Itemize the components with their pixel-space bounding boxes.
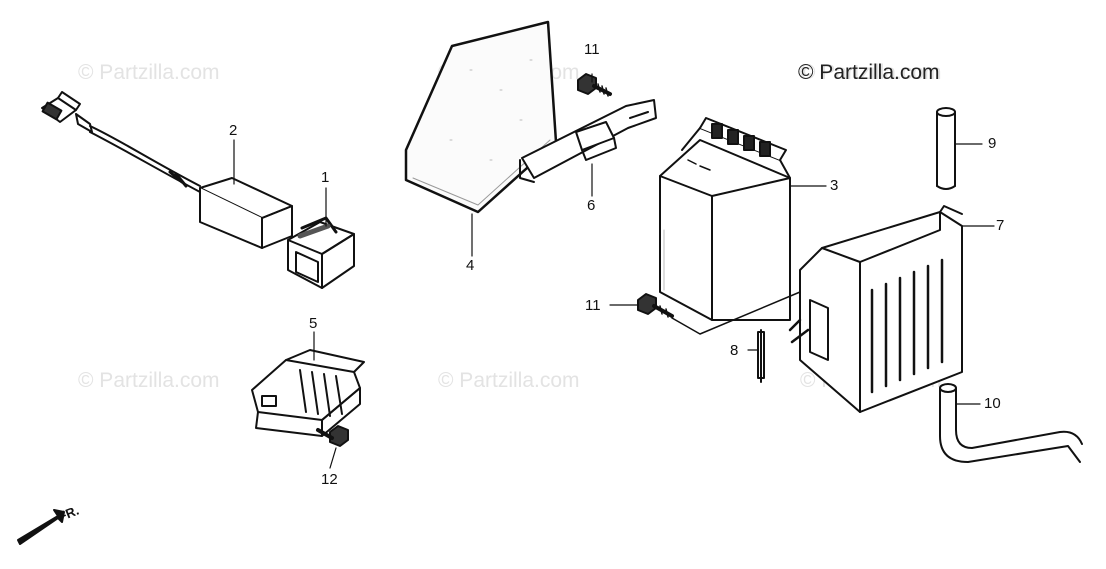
bolt-part-11-mid (637, 293, 674, 318)
callout-part-2: 2 (229, 122, 238, 139)
callout-part-11-mid: 11 (585, 297, 601, 314)
wire-harness-part-2 (41, 91, 293, 249)
tube-part-9 (936, 107, 956, 190)
callout-part-4: 4 (466, 257, 475, 274)
callout-part-9: 9 (988, 135, 997, 152)
callout-part-3: 3 (830, 177, 839, 194)
watermark: © Partzilla.com (800, 61, 942, 84)
callout-part-6: 6 (587, 197, 596, 214)
bent-tube-part-10 (939, 383, 1083, 463)
watermark: © Partzilla.com (78, 369, 220, 392)
callout-part-8: 8 (730, 342, 739, 359)
battery-case-part-7 (788, 205, 963, 413)
sleeve-part-1 (287, 216, 355, 289)
battery-part-3 (659, 117, 791, 321)
bolt-part-11-top (577, 73, 612, 97)
leader-lines (233, 73, 995, 469)
callout-part-11-top: 11 (584, 41, 600, 58)
pin-part-8 (757, 329, 765, 383)
mounting-plate-part-4 (404, 20, 558, 214)
callout-part-7: 7 (996, 217, 1005, 234)
battery-band-part-6 (519, 99, 657, 183)
copyright-text: © Partzilla.com (798, 61, 940, 84)
watermark: © Partzilla.com (438, 369, 580, 392)
bolt-part-12 (316, 425, 349, 447)
callout-part-10: 10 (984, 395, 1001, 412)
callout-part-12: 12 (321, 471, 338, 488)
callout-part-5: 5 (309, 315, 318, 332)
front-direction-arrow (17, 509, 65, 545)
watermark: © Partzilla.com (78, 61, 220, 84)
regulator-part-5 (251, 349, 365, 437)
callout-part-1: 1 (321, 169, 330, 186)
